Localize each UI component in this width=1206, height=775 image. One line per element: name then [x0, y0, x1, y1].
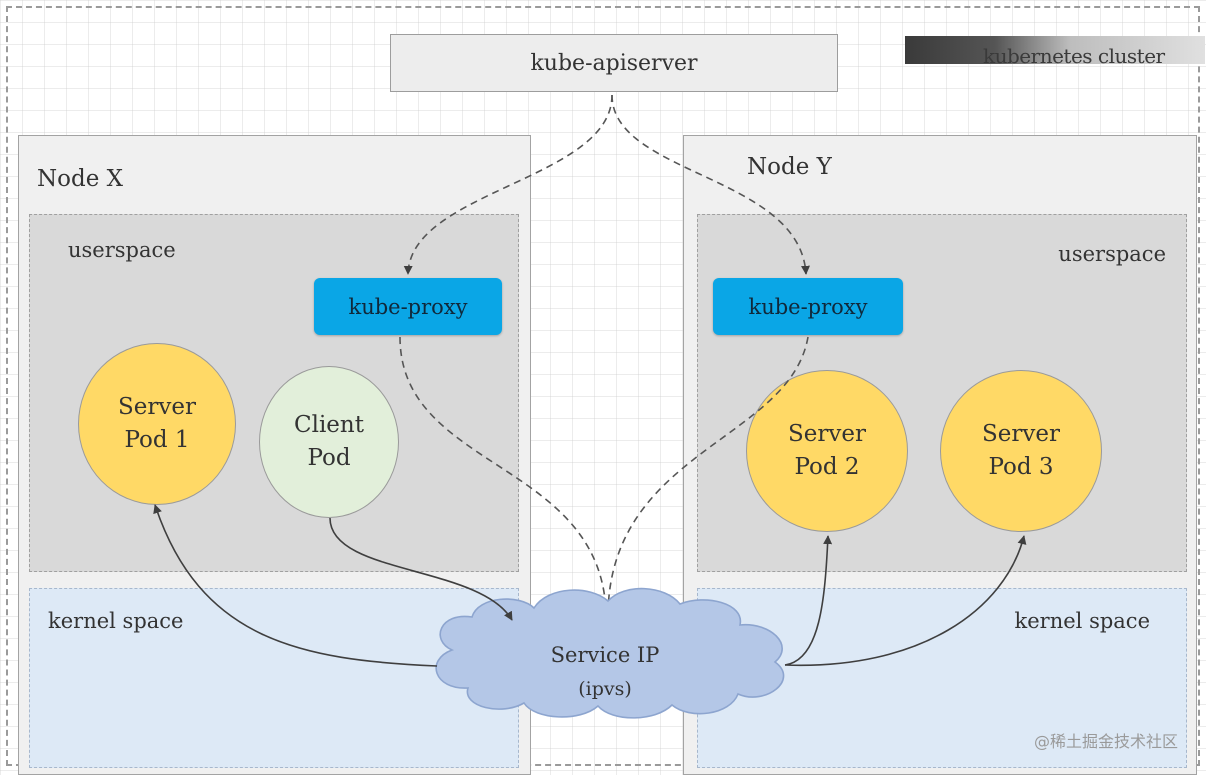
apiserver-to-proxy-x-connector	[403, 94, 613, 275]
node-x-kernel-label: kernel space	[48, 609, 184, 633]
node-y-userspace-label: userspace	[1058, 242, 1166, 266]
node-x-userspace-label: userspace	[68, 238, 176, 262]
server-pod-2-line2: Pod 2	[794, 454, 860, 480]
client-pod-line1: Client	[294, 412, 364, 438]
node-x-title: Node X	[37, 166, 123, 192]
service-ip-mode-label: (ipvs)	[578, 678, 632, 700]
service-to-server-pod-3-connector	[784, 535, 1027, 667]
node-y-kube-proxy: kube-proxy	[713, 278, 903, 335]
node-x-kernel-space: kernel space	[29, 588, 519, 768]
apiserver-to-proxy-y-connector	[611, 94, 810, 275]
node-y-kube-proxy-label: kube-proxy	[748, 294, 868, 319]
connector-overlay	[153, 94, 1027, 719]
service-ip-label-group: Service IP (ipvs)	[505, 632, 705, 712]
cluster-label: kubernetes cluster	[905, 36, 1205, 68]
server-pod-1-line2: Pod 1	[124, 427, 190, 453]
server-pod-2-line1: Server	[788, 421, 866, 447]
server-pod-1-line1: Server	[118, 394, 196, 420]
kube-apiserver-label: kube-apiserver	[530, 50, 698, 76]
watermark: @稀土掘金技术社区	[1034, 732, 1179, 751]
server-pod-2: Server Pod 2	[746, 370, 908, 532]
proxy-x-to-service-connector	[399, 336, 611, 613]
server-pod-3-line1: Server	[982, 421, 1060, 447]
server-pod-3-line2: Pod 3	[988, 454, 1054, 480]
node-x-kube-proxy: kube-proxy	[314, 278, 502, 335]
server-pod-3: Server Pod 3	[940, 370, 1102, 532]
kube-apiserver-box: kube-apiserver	[390, 34, 838, 92]
node-x-kube-proxy-label: kube-proxy	[348, 294, 468, 319]
service-to-server-pod-2-connector	[784, 535, 833, 666]
node-y-kernel-label: kernel space	[1014, 609, 1150, 633]
client-pod-to-service-connector	[329, 517, 513, 621]
node-y-title: Node Y	[747, 154, 832, 180]
server-pod-1: Server Pod 1	[78, 343, 236, 505]
client-pod: Client Pod	[259, 366, 399, 518]
client-pod-line2: Pod	[307, 445, 351, 471]
service-ip-label: Service IP	[550, 643, 660, 667]
service-ip-cloud-icon	[435, 587, 785, 719]
service-to-server-pod-1-connector	[153, 504, 438, 667]
proxy-y-to-service-connector	[607, 336, 809, 613]
